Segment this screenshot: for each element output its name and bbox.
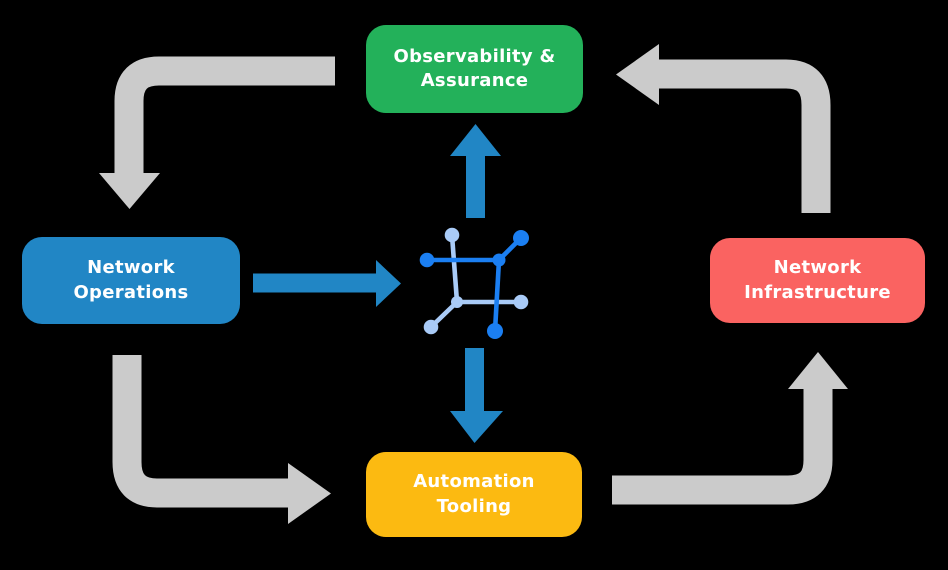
network-mesh-icon: [419, 227, 529, 339]
arrow-automation-to-infrastructure: [612, 352, 848, 505]
arrow-center-to-automation: [450, 348, 503, 443]
node-automation-tooling: Automation Tooling: [366, 452, 582, 537]
node-operations-label: Network Operations: [73, 257, 189, 303]
node-automation-label: Automation Tooling: [413, 471, 535, 517]
node-infrastructure-label: Network Infrastructure: [744, 257, 891, 303]
node-network-operations: Network Operations: [22, 237, 240, 324]
arrow-operations-to-automation: [112, 355, 331, 524]
arrow-infrastructure-to-observability: [616, 44, 831, 213]
arrow-observability-to-operations: [99, 56, 335, 209]
node-observability-label: Observability & Assurance: [393, 45, 556, 91]
arrow-operations-to-center: [253, 260, 401, 307]
node-observability-assurance: Observability & Assurance: [366, 25, 583, 113]
node-network-infrastructure: Network Infrastructure: [710, 238, 925, 323]
arrow-center-to-observability: [450, 124, 501, 218]
